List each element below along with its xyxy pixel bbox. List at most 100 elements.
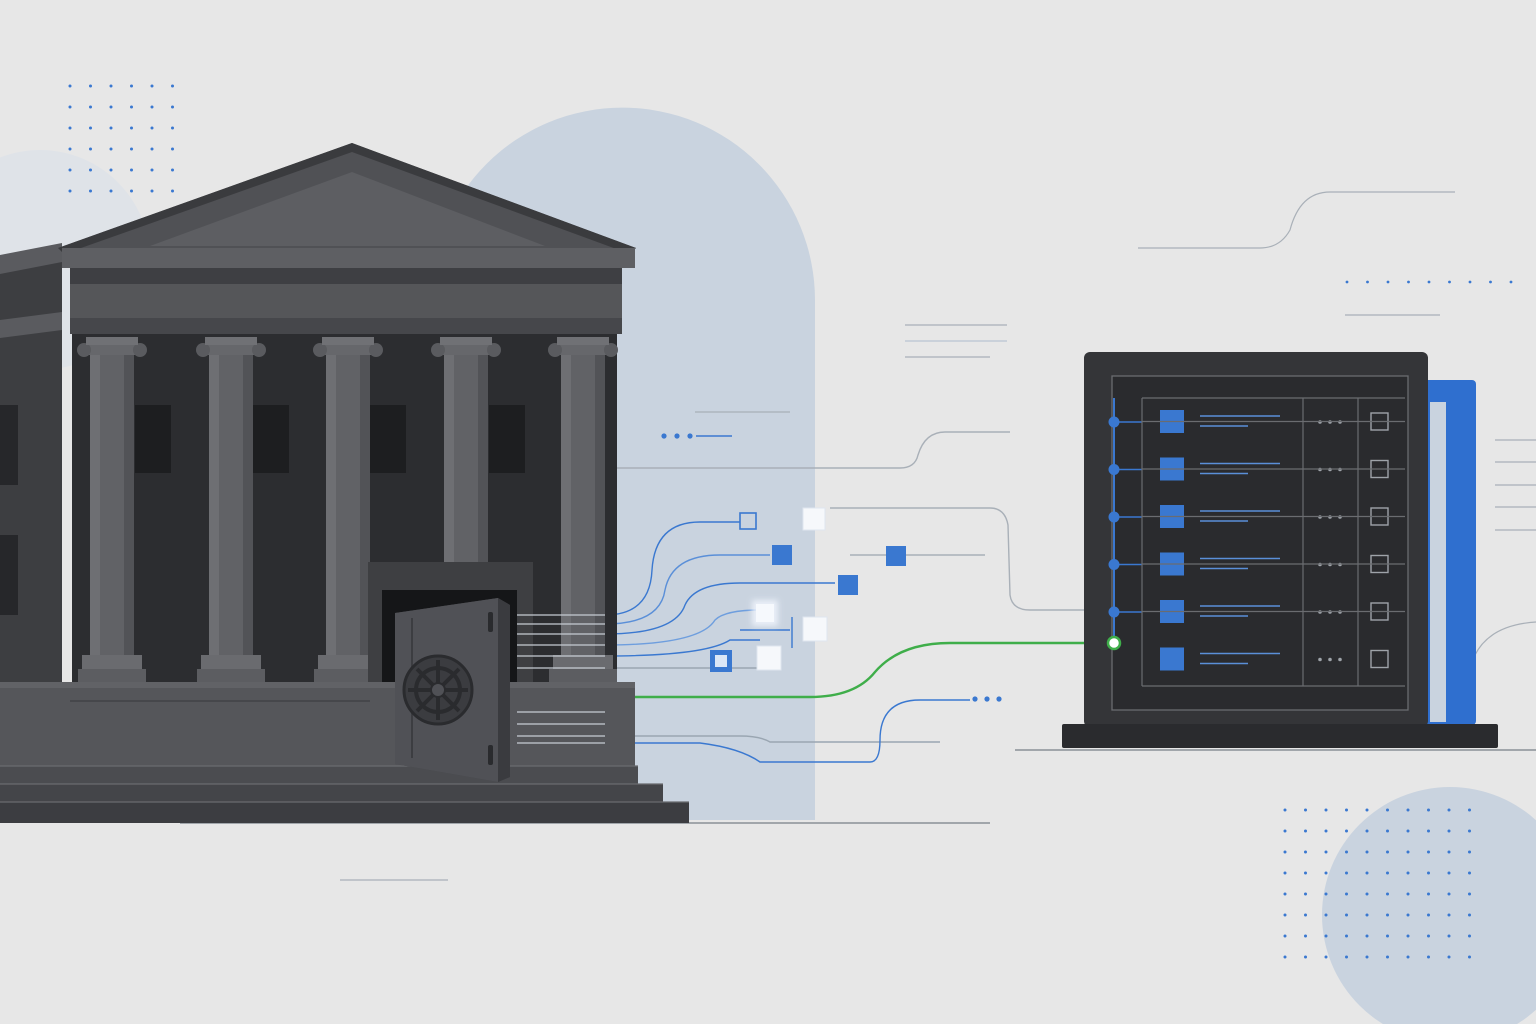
dot xyxy=(130,84,133,88)
dot xyxy=(1468,892,1471,896)
dot xyxy=(68,105,72,109)
dot xyxy=(1509,280,1513,284)
dot xyxy=(1365,913,1369,917)
column xyxy=(313,337,383,682)
dot xyxy=(1386,871,1389,875)
dot xyxy=(1427,934,1430,938)
server-rack xyxy=(1062,352,1498,748)
dot xyxy=(1427,913,1430,917)
dot xyxy=(1386,934,1389,938)
dot xyxy=(1283,913,1287,917)
dot xyxy=(1324,850,1328,854)
dot xyxy=(1447,808,1451,812)
dot xyxy=(130,189,133,193)
dot xyxy=(89,84,92,88)
dot xyxy=(1468,808,1471,812)
row-indicator xyxy=(1160,647,1184,671)
server-row xyxy=(1106,610,1405,671)
dot xyxy=(1427,280,1431,284)
dot xyxy=(1407,280,1410,284)
server-row xyxy=(1108,515,1405,576)
dot xyxy=(171,126,174,130)
dot xyxy=(1283,850,1287,854)
dot xyxy=(150,105,154,109)
dot xyxy=(1406,934,1410,938)
dot xyxy=(1324,808,1328,812)
dot xyxy=(1427,808,1430,812)
dot xyxy=(1447,955,1451,959)
dot xyxy=(130,168,133,172)
dot xyxy=(1345,913,1348,917)
background-circle-bottom-right xyxy=(1322,787,1536,1024)
dot xyxy=(1304,871,1307,875)
dot xyxy=(1468,913,1471,917)
dot xyxy=(1468,871,1471,875)
dot xyxy=(1427,850,1430,854)
dot xyxy=(1283,829,1287,833)
dot xyxy=(1324,934,1328,938)
dot xyxy=(109,168,113,172)
dot xyxy=(1406,808,1410,812)
dot xyxy=(1324,892,1328,896)
dot xyxy=(1304,955,1307,959)
server-rows xyxy=(1106,397,1405,687)
dot xyxy=(1447,913,1451,917)
dot xyxy=(68,168,72,172)
dot xyxy=(1406,955,1410,959)
dot xyxy=(1427,892,1430,896)
dot xyxy=(171,189,174,193)
dot xyxy=(1304,913,1307,917)
dot xyxy=(1324,913,1328,917)
dot xyxy=(1447,850,1451,854)
dot xyxy=(89,168,92,172)
dot-grid-top-left xyxy=(68,84,174,193)
dot-row-top-right xyxy=(1345,280,1513,284)
dot xyxy=(171,84,174,88)
dot xyxy=(68,189,72,193)
dot xyxy=(150,126,154,130)
dot xyxy=(1468,829,1471,833)
dot xyxy=(1345,892,1348,896)
dot xyxy=(1345,280,1349,284)
row-node xyxy=(1108,606,1120,618)
data-packets xyxy=(710,507,906,672)
dot xyxy=(1324,871,1328,875)
dot-grid-bottom-right xyxy=(1283,808,1471,959)
dot xyxy=(130,126,133,130)
dot xyxy=(1283,934,1287,938)
dot xyxy=(1365,934,1369,938)
dot xyxy=(1447,892,1451,896)
dot xyxy=(68,126,72,130)
dot xyxy=(109,105,113,109)
dot xyxy=(1324,955,1328,959)
dot xyxy=(1447,829,1451,833)
dot xyxy=(1386,280,1390,284)
building-columns xyxy=(77,337,618,682)
dot xyxy=(89,147,92,151)
dot xyxy=(1448,280,1451,284)
server-row xyxy=(1108,420,1405,481)
dot xyxy=(1365,829,1369,833)
dot xyxy=(1365,892,1369,896)
dot xyxy=(1304,850,1307,854)
dot xyxy=(1345,955,1348,959)
server-row xyxy=(1108,468,1405,528)
dot xyxy=(1406,871,1410,875)
dot xyxy=(1345,829,1348,833)
dot xyxy=(1304,934,1307,938)
row-checkbox xyxy=(1370,649,1389,669)
dot xyxy=(1468,955,1471,959)
dot xyxy=(1345,934,1348,938)
dot xyxy=(1365,871,1369,875)
dot xyxy=(1283,955,1287,959)
dot xyxy=(1468,934,1471,938)
dot xyxy=(1304,892,1307,896)
dot xyxy=(1447,871,1451,875)
row-node xyxy=(1108,416,1120,428)
dot xyxy=(89,189,92,193)
column xyxy=(77,337,147,682)
active-node xyxy=(1106,635,1122,651)
dot xyxy=(1386,829,1389,833)
dot xyxy=(1345,871,1348,875)
